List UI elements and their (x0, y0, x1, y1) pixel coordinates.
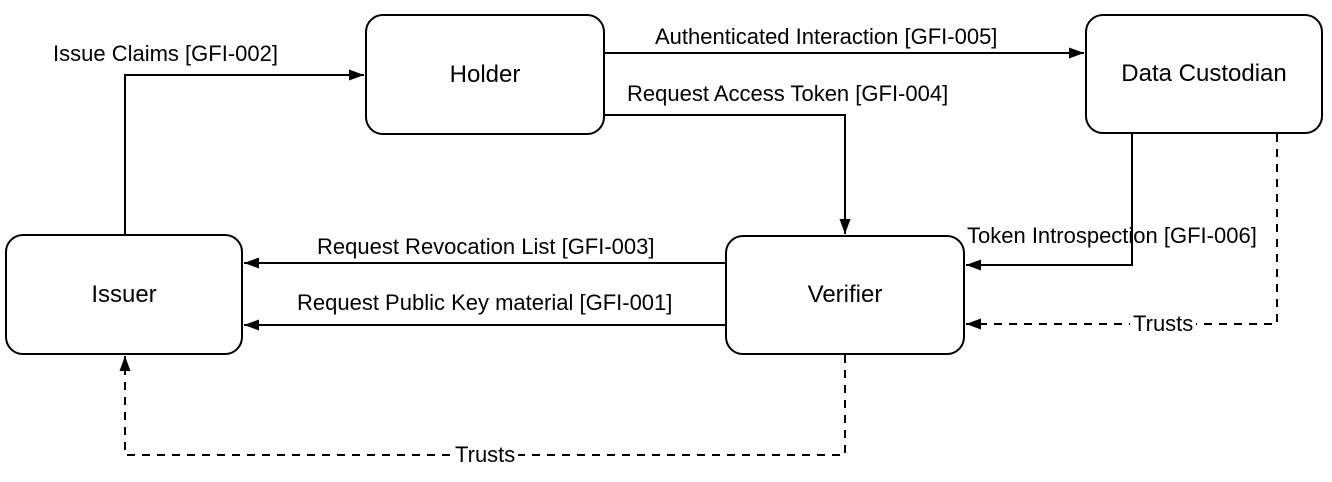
edge-token-introspection-gfi-006 (966, 134, 1133, 271)
node-holder: Holder (365, 14, 605, 135)
edge-label-trusts-custodian-verifier: Trusts (1130, 313, 1197, 335)
node-issuer-label: Issuer (91, 280, 157, 308)
edge-label-gfi-003: Request Revocation List [GFI-003] (317, 234, 655, 259)
edge-request-access-token-gfi-004 (605, 114, 851, 234)
node-verifier-label: Verifier (807, 281, 883, 308)
edge-label-gfi-005: Authenticated Interaction [GFI-005] (655, 24, 998, 49)
node-verifier: Verifier (725, 235, 965, 355)
edge-trusts-custodian-verifier (966, 134, 1278, 330)
edge-label-gfi-002: Issue Claims [GFI-002] (53, 41, 278, 66)
edge-trusts-verifier-issuer (119, 355, 846, 456)
node-data-custodian-label: Data Custodian (1121, 60, 1287, 87)
edge-label-gfi-004: Request Access Token [GFI-004] (627, 81, 949, 106)
edge-label-trusts-verifier-issuer: Trusts (452, 444, 519, 466)
node-holder-label: Holder (449, 60, 521, 88)
node-issuer: Issuer (5, 234, 243, 355)
edge-label-gfi-006: Token Introspection [GFI-006] (967, 223, 1257, 248)
edge-label-gfi-001: Request Public Key material [GFI-001] (297, 290, 673, 315)
node-data-custodian: Data Custodian (1085, 14, 1323, 134)
edge-issue-claims-gfi-002 (124, 69, 364, 234)
